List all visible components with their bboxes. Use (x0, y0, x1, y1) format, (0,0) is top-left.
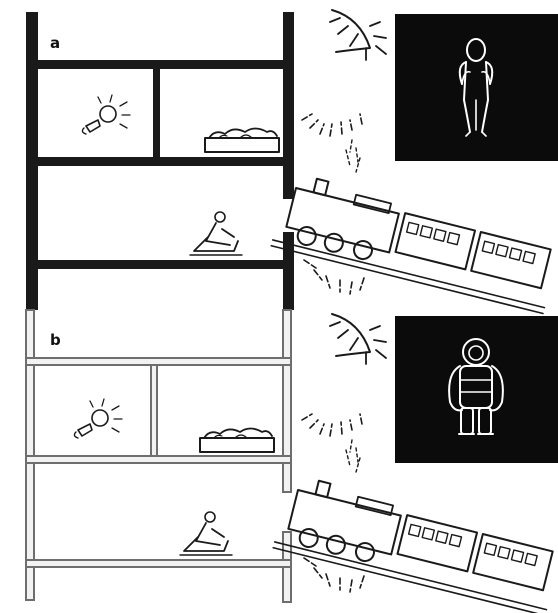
lamp-icon (82, 95, 130, 134)
panel-a-label: a (50, 34, 60, 52)
sun-icon (330, 10, 386, 60)
train-icon (271, 172, 558, 313)
sun-icon (330, 314, 386, 364)
reclining-person-icon (180, 512, 232, 555)
lamp-icon (74, 399, 122, 438)
panel-a-floor-1 (26, 60, 294, 69)
panel-a: a (26, 10, 558, 313)
human-figure-box (395, 14, 558, 161)
noise-rays-icon (302, 414, 364, 592)
panel-b-label: b (50, 331, 61, 349)
panel-b-walls (26, 310, 291, 602)
panel-b: b (26, 310, 558, 613)
train-icon (273, 474, 558, 613)
bed-icon (200, 429, 274, 453)
panel-a-right-wall-upper (283, 12, 294, 199)
panel-a-floor-3 (26, 260, 294, 269)
panel-a-floor-2 (26, 157, 294, 166)
panel-a-partition (153, 69, 160, 157)
reclining-person-icon (190, 212, 242, 255)
bed-icon (205, 129, 279, 153)
insulated-figure-box (395, 316, 558, 463)
